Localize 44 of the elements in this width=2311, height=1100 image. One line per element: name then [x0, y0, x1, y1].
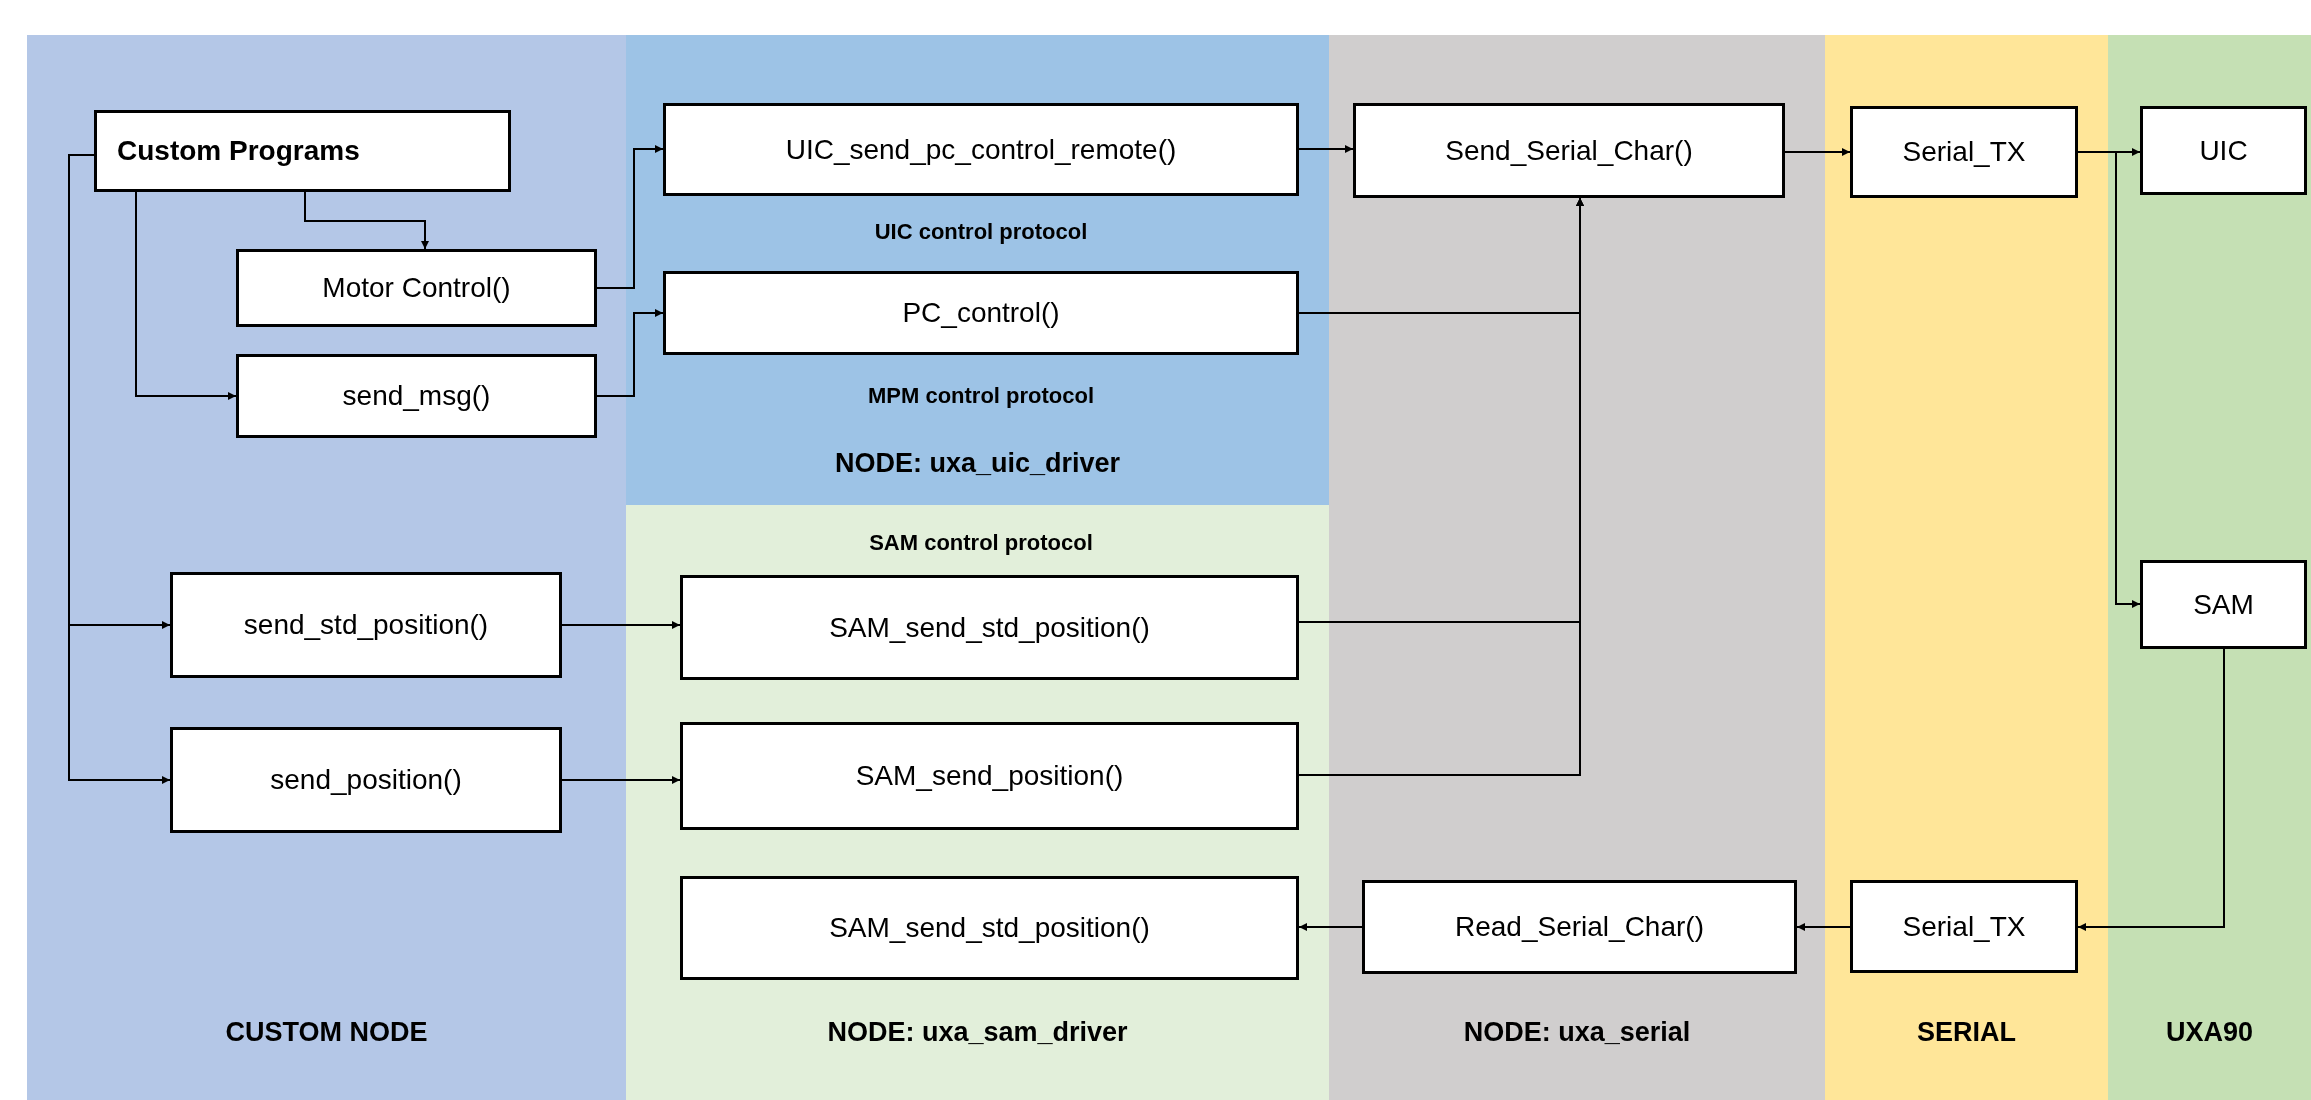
arrow — [561, 621, 681, 629]
function-box: SAM_send_std_position() — [680, 876, 1299, 980]
lane-heading: NODE: uxa_uic_driver — [833, 446, 1122, 480]
function-box: SAM — [2140, 560, 2307, 649]
protocol-label: MPM control protocol — [867, 381, 1095, 410]
protocol-label: SAM control protocol — [869, 528, 1093, 557]
arrow — [304, 191, 429, 250]
lane-band — [2108, 35, 2311, 1100]
lane-heading: NODE: uxa_sam_driver — [826, 1015, 1129, 1049]
lane-heading: NODE: uxa_serial — [1462, 1015, 1692, 1049]
function-box: Serial_TX — [1850, 106, 2078, 198]
lane-band — [626, 35, 1329, 505]
lane-band — [1329, 35, 1825, 1100]
function-box: SAM_send_std_position() — [680, 575, 1299, 680]
function-box: send_position() — [170, 727, 562, 833]
arrow — [1784, 148, 1851, 156]
arrow — [1796, 923, 1851, 931]
arrow — [2077, 648, 2225, 931]
arrow — [1298, 923, 1363, 931]
function-box: Serial_TX — [1850, 880, 2078, 973]
arrow — [68, 154, 171, 784]
function-box: Motor Control() — [236, 249, 597, 327]
lane-band — [27, 35, 626, 1100]
protocol-label: UIC control protocol — [874, 217, 1088, 246]
function-box: SAM_send_position() — [680, 722, 1299, 830]
arrow — [596, 309, 664, 397]
function-box: Send_Serial_Char() — [1353, 103, 1785, 198]
function-box: Read_Serial_Char() — [1362, 880, 1797, 974]
arrow — [561, 776, 681, 784]
function-box: UIC — [2140, 106, 2307, 195]
lane-heading: CUSTOM NODE — [224, 1015, 429, 1049]
lane-band — [626, 505, 1329, 1100]
function-box: Custom Programs — [94, 110, 511, 192]
arrow — [596, 145, 664, 289]
function-box: UIC_send_pc_control_remote() — [663, 103, 1299, 196]
function-box: send_msg() — [236, 354, 597, 438]
lane-heading: UXA90 — [2164, 1015, 2254, 1049]
arrow — [1298, 145, 1354, 153]
lane-heading: SERIAL — [1916, 1015, 2017, 1049]
function-box: PC_control() — [663, 271, 1299, 355]
lane-band — [1825, 35, 2108, 1100]
arrow — [135, 191, 237, 400]
arrow — [1298, 197, 1584, 776]
function-box: send_std_position() — [170, 572, 562, 678]
